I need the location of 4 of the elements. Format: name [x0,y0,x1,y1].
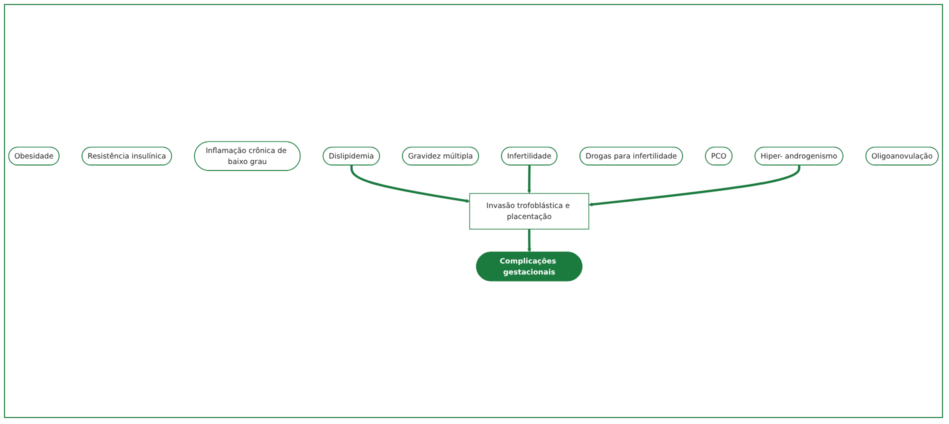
arrow [588,164,800,206]
arrow [527,228,532,252]
arrow [527,164,532,194]
arrow [350,164,470,203]
